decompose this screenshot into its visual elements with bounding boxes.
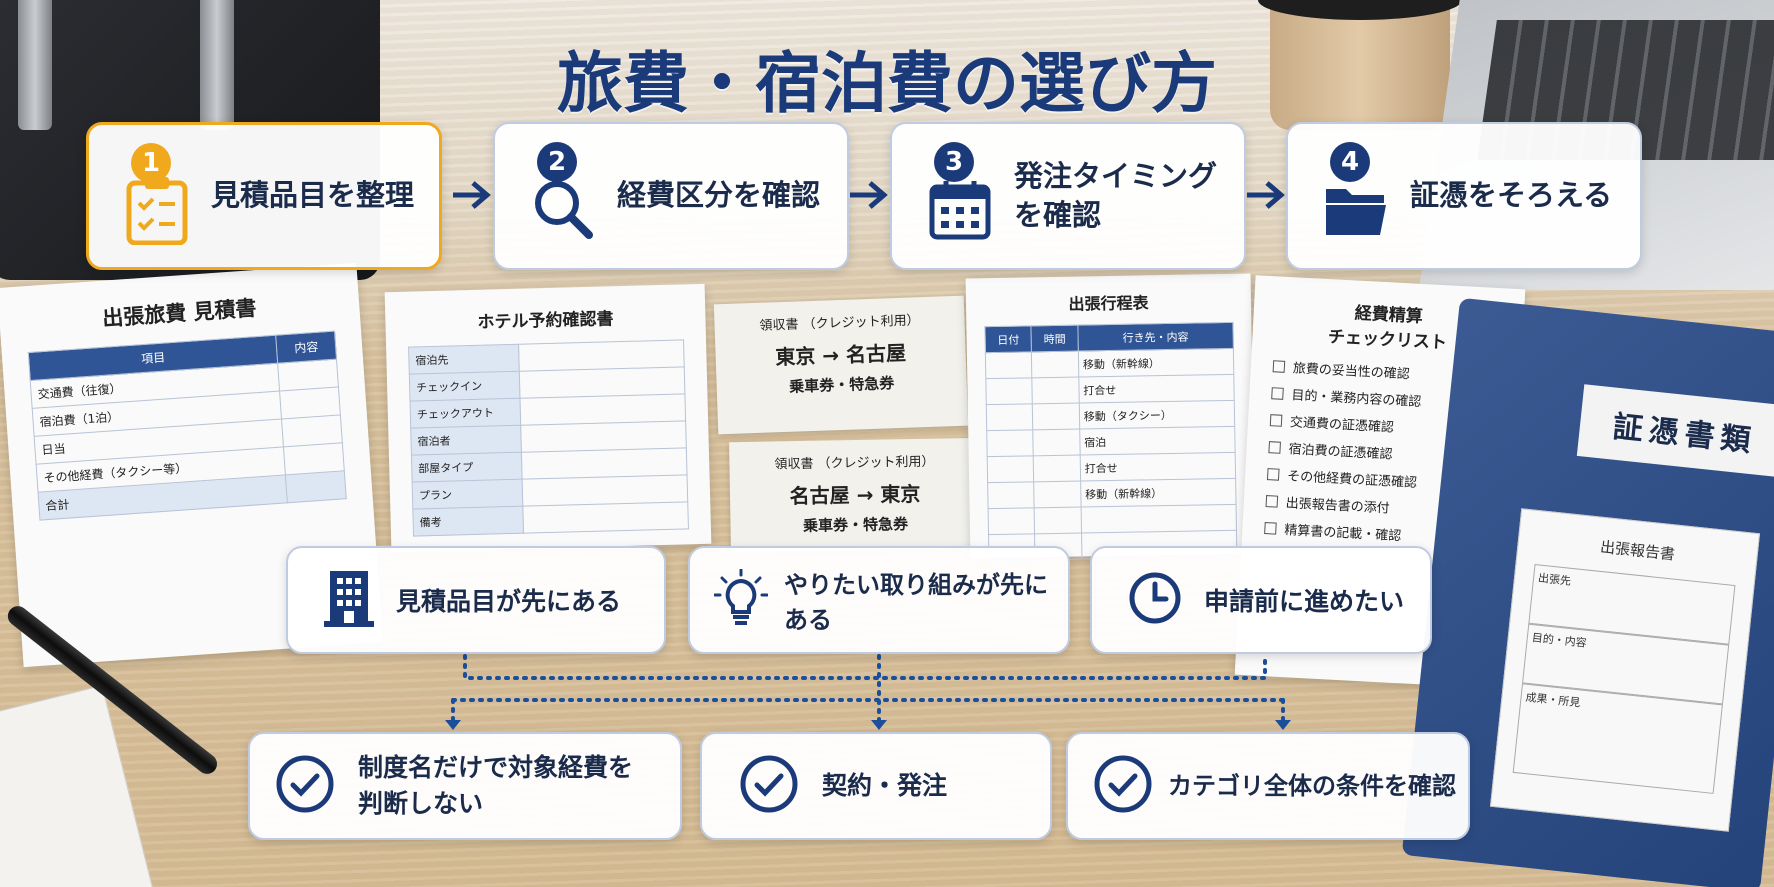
itinerary-row: 打合せ bbox=[1079, 452, 1236, 482]
itinerary-row: 移動（新幹線） bbox=[1080, 478, 1237, 508]
checkbox-icon bbox=[1264, 521, 1277, 535]
building-icon bbox=[324, 569, 374, 631]
coffee-cup-lid bbox=[1258, 0, 1462, 20]
coffee-cup-photo bbox=[1270, 0, 1450, 130]
calendar-icon bbox=[920, 169, 1000, 249]
lightbulb-icon bbox=[713, 568, 769, 631]
trip-report-title: 出張報告書 bbox=[1599, 537, 1676, 564]
step-1-card[interactable]: 1 見積品目を整理 bbox=[86, 122, 442, 270]
suitcase-handle-right bbox=[200, 0, 234, 130]
magnifier-icon bbox=[523, 169, 603, 249]
itinerary-row: 宿泊 bbox=[1079, 426, 1236, 456]
trip-report-document: 出張報告書 出張先 目的・内容 成果・所見 bbox=[1489, 508, 1761, 832]
step-4-number: 4 bbox=[1330, 142, 1370, 182]
itinerary-header: 日付 bbox=[984, 325, 1032, 353]
option-initiative-first[interactable]: やりたい取り組みが先にある bbox=[688, 546, 1070, 654]
option-before-application[interactable]: 申請前に進めたい bbox=[1090, 546, 1432, 654]
hotel-table: 宿泊先 チェックイン チェックアウト 宿泊者 部屋タイプ プラン 備考 bbox=[408, 339, 689, 537]
option-label: やりたい取り組みが先にある bbox=[784, 571, 1048, 634]
check-circle-icon bbox=[738, 753, 800, 819]
receipt-heading: 領収書 （クレジット利用） bbox=[759, 313, 920, 334]
result-check-category-conditions[interactable]: カテゴリ全体の条件を確認 bbox=[1066, 732, 1470, 840]
estimate-table: 項目内容 交通費（往復） 宿泊費（1泊） 日当 その他経費（タクシー等） 合計 bbox=[28, 331, 347, 521]
step-2-label: 経費区分を確認 bbox=[617, 178, 821, 213]
option-label: 申請前に進めたい bbox=[1204, 587, 1405, 616]
hotel-row: 宿泊者 bbox=[410, 425, 522, 456]
receipt-kind: 乗車券・特急券 bbox=[788, 374, 895, 396]
result-label: 契約・発注 bbox=[822, 770, 948, 800]
option-estimate-first[interactable]: 見積品目が先にある bbox=[286, 546, 666, 654]
result-label-line1: 制度名だけで対象経費を bbox=[358, 752, 634, 782]
suitcase-handle-left bbox=[18, 0, 52, 130]
result-contract-order[interactable]: 契約・発注 bbox=[700, 732, 1052, 840]
checkbox-icon bbox=[1266, 467, 1280, 481]
step-3-label-line1: 発注タイミング bbox=[1014, 158, 1218, 193]
step-3-number: 3 bbox=[934, 142, 974, 182]
itinerary-header: 時間 bbox=[1031, 325, 1079, 352]
step-2-number: 2 bbox=[537, 142, 577, 182]
option-label: 見積品目が先にある bbox=[396, 587, 622, 616]
checkbox-icon bbox=[1272, 359, 1286, 373]
receipt-kind: 乗車券・特急券 bbox=[802, 515, 909, 535]
result-label-line2: 判断しない bbox=[358, 789, 484, 818]
hotel-confirmation-document: ホテル予約確認書 宿泊先 チェックイン チェックアウト 宿泊者 部屋タイプ プラ… bbox=[384, 283, 712, 553]
hotel-row: プラン bbox=[412, 479, 523, 510]
step-2-card[interactable]: 2 経費区分を確認 bbox=[493, 122, 849, 270]
step-3-card[interactable]: 3 発注タイミング を確認 bbox=[890, 122, 1246, 270]
step-1-label: 見積品目を整理 bbox=[211, 178, 415, 213]
page-title: 旅費・宿泊費の選び方 bbox=[557, 45, 1217, 122]
step-1-number: 1 bbox=[131, 143, 171, 183]
estimate-title: 出張旅費 見積書 bbox=[101, 296, 258, 331]
itinerary-row: 移動（新幹線） bbox=[1078, 348, 1234, 378]
itinerary-title: 出張行程表 bbox=[1068, 293, 1149, 314]
itinerary-header: 行き先・内容 bbox=[1077, 322, 1234, 352]
checkbox-icon bbox=[1271, 386, 1284, 400]
check-circle-icon bbox=[274, 753, 336, 819]
arrow-right-icon bbox=[850, 181, 888, 209]
result-label: 制度名だけで対象経費を 判断しない bbox=[358, 750, 633, 823]
receipt-tokyo-nagoya: 領収書 （クレジット利用） 東京 → 名古屋 乗車券・特急券 bbox=[713, 295, 969, 435]
arrow-right-icon bbox=[1247, 181, 1285, 209]
step-4-card[interactable]: 4 証憑をそろえる bbox=[1286, 122, 1642, 270]
checkbox-icon bbox=[1265, 494, 1279, 508]
receipt-route: 東京 → 名古屋 bbox=[774, 340, 907, 370]
hotel-row: チェックイン bbox=[409, 371, 520, 402]
result-dont-judge-by-name[interactable]: 制度名だけで対象経費を 判断しない bbox=[248, 732, 682, 840]
itinerary-row: 打合せ bbox=[1078, 374, 1235, 404]
checkbox-icon bbox=[1269, 413, 1283, 427]
receipt-route: 名古屋 → 東京 bbox=[789, 481, 921, 509]
arrow-right-icon bbox=[453, 181, 491, 209]
itinerary-row: 移動（タクシー） bbox=[1079, 400, 1235, 430]
step-4-label: 証憑をそろえる bbox=[1410, 178, 1613, 213]
check-circle-icon bbox=[1092, 753, 1154, 819]
step-3-label: 発注タイミング を確認 bbox=[1014, 157, 1217, 235]
hotel-row: 備考 bbox=[412, 506, 524, 537]
step-3-label-line2: を確認 bbox=[1014, 198, 1102, 232]
itinerary-document: 出張行程表 日付 時間 行き先・内容 移動（新幹線） 打合せ 移動（タクシー） … bbox=[965, 273, 1256, 561]
clock-icon bbox=[1128, 571, 1182, 629]
receipt-heading: 領収書 （クレジット利用） bbox=[774, 454, 935, 473]
result-label: カテゴリ全体の条件を確認 bbox=[1168, 771, 1456, 800]
hotel-row: 宿泊先 bbox=[408, 344, 520, 375]
checkbox-icon bbox=[1268, 440, 1281, 454]
itinerary-table: 日付 時間 行き先・内容 移動（新幹線） 打合せ 移動（タクシー） 宿泊 打合せ… bbox=[984, 322, 1237, 561]
hotel-row: 部屋タイプ bbox=[411, 452, 523, 483]
estimate-header-content: 内容 bbox=[276, 331, 337, 364]
receipt-nagoya-tokyo: 領収書 （クレジット利用） 名古屋 → 東京 乗車券・特急券 bbox=[729, 437, 981, 553]
folder-icon bbox=[1316, 169, 1396, 249]
hotel-title: ホテル予約確認書 bbox=[477, 309, 614, 333]
hotel-row: チェックアウト bbox=[410, 398, 521, 429]
